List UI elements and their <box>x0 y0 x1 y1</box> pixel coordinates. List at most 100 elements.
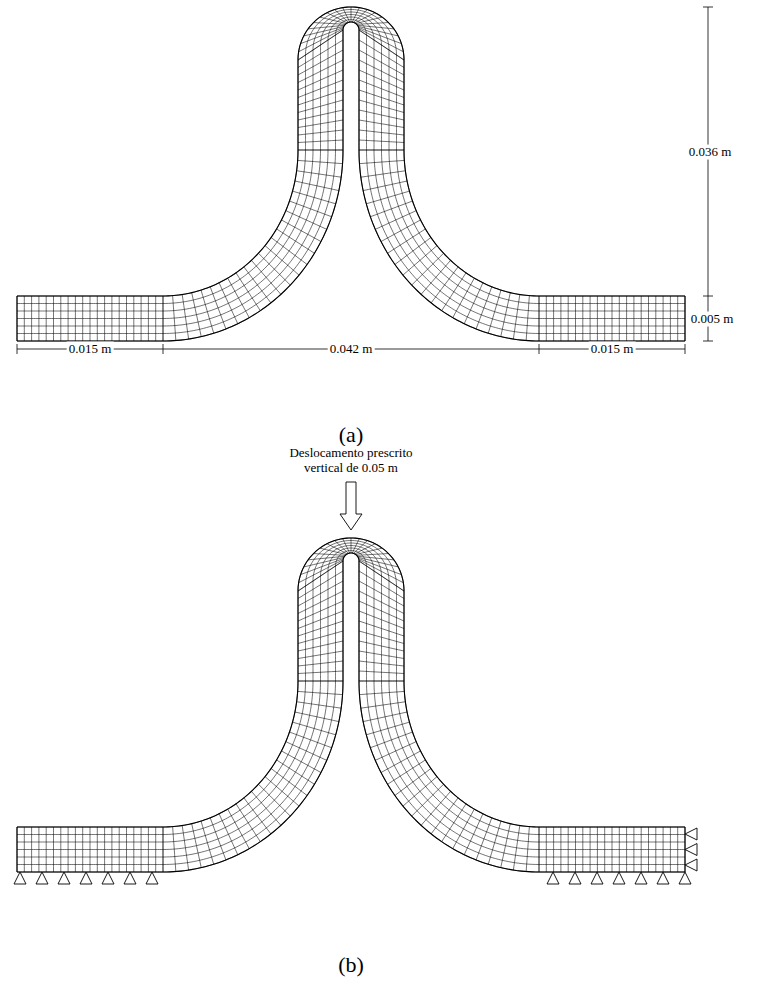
mesh-line <box>17 333 163 334</box>
mesh-line <box>343 30 344 150</box>
mesh-line <box>17 842 163 843</box>
mesh-line <box>163 681 321 850</box>
mesh-line <box>163 681 298 827</box>
mesh-line <box>163 150 313 311</box>
mesh-line <box>343 22 359 30</box>
dimension-tick <box>703 296 713 297</box>
support-triangle <box>613 872 625 884</box>
mesh-boundary <box>17 871 163 872</box>
mesh-line <box>336 20 367 36</box>
dimension-line <box>708 7 709 341</box>
mesh-boundary <box>404 150 539 296</box>
mesh-line <box>313 543 389 581</box>
mesh-line <box>163 681 336 865</box>
mesh-line <box>397 681 540 835</box>
mesh-line <box>396 586 397 681</box>
support-triangle <box>102 872 114 884</box>
mesh-line <box>313 50 314 150</box>
dimension-tick <box>703 341 713 342</box>
mesh-line <box>389 581 390 681</box>
mesh-line <box>381 576 382 681</box>
mesh-line <box>313 12 389 50</box>
mesh-line <box>298 7 404 60</box>
mesh-boundary <box>342 561 343 681</box>
mesh-line <box>359 150 539 341</box>
mesh-boundary <box>358 30 359 150</box>
finite-element-mesh <box>17 538 685 872</box>
mesh-line <box>367 150 540 334</box>
mesh-line <box>298 591 299 681</box>
mesh-line <box>374 40 375 150</box>
mesh-line <box>328 40 329 150</box>
mesh-boundary <box>684 296 685 341</box>
mesh-line <box>382 150 540 319</box>
mesh-line <box>305 55 306 150</box>
mesh-line <box>539 311 685 312</box>
mesh-line <box>306 541 397 587</box>
support-triangle <box>146 872 158 884</box>
mesh-boundary <box>539 295 685 296</box>
mesh-boundary <box>17 826 163 827</box>
mesh-line <box>335 566 336 681</box>
support-triangle <box>685 859 697 871</box>
load-arrow <box>340 482 362 530</box>
mesh-line <box>320 576 321 681</box>
support-triangle <box>591 872 603 884</box>
dimension-label: 0.005 m <box>689 312 736 327</box>
support-triangle <box>657 872 669 884</box>
mesh-line <box>336 551 367 567</box>
mesh-line <box>374 571 375 681</box>
mesh-line <box>539 827 685 828</box>
mesh-line <box>298 60 299 150</box>
mesh-line <box>685 296 686 341</box>
dimension-tick <box>163 344 164 354</box>
finite-element-mesh <box>17 7 685 341</box>
mesh-line <box>374 150 539 326</box>
mesh-line <box>17 296 163 297</box>
support-triangle <box>685 844 697 856</box>
mesh-line <box>17 872 163 873</box>
mesh-boundary <box>163 150 343 341</box>
mesh-line <box>539 326 685 327</box>
mesh-line <box>163 150 321 319</box>
mesh-line <box>305 586 306 681</box>
mesh-line <box>17 849 163 850</box>
mesh-line <box>397 150 540 304</box>
mesh-line <box>539 849 685 850</box>
mesh-line <box>539 333 685 334</box>
mesh-line <box>320 45 321 150</box>
mesh-line <box>298 538 404 591</box>
mesh-boundary <box>163 681 343 872</box>
dimension-label: 0.036 m <box>687 145 734 160</box>
mesh-boundary <box>539 826 685 827</box>
mesh-line <box>381 45 382 150</box>
mesh-line <box>163 681 343 872</box>
mesh-line <box>17 311 163 312</box>
mesh-line <box>17 318 163 319</box>
support-triangle <box>14 872 26 884</box>
panel-label: (a) <box>337 422 365 447</box>
mesh-line <box>321 546 382 577</box>
mesh-line <box>404 60 405 150</box>
mesh-line <box>17 326 163 327</box>
support-symbols <box>14 828 697 884</box>
dimension-label: 0.042 m <box>328 342 375 357</box>
mesh-line <box>539 296 685 297</box>
support-triangle <box>635 872 647 884</box>
mesh-boundary <box>343 22 359 30</box>
mesh-line <box>389 681 539 842</box>
mesh-line <box>328 548 374 571</box>
support-triangle <box>569 872 581 884</box>
dimension-lines <box>17 7 713 354</box>
mesh-line <box>539 857 685 858</box>
mesh-line <box>389 50 390 150</box>
mesh-boundary <box>359 150 539 341</box>
mesh-line <box>17 864 163 865</box>
mesh-line <box>328 17 374 40</box>
support-triangle <box>679 872 691 884</box>
support-triangle <box>58 872 70 884</box>
dimension-tick <box>703 7 713 8</box>
mesh-line <box>17 827 18 872</box>
